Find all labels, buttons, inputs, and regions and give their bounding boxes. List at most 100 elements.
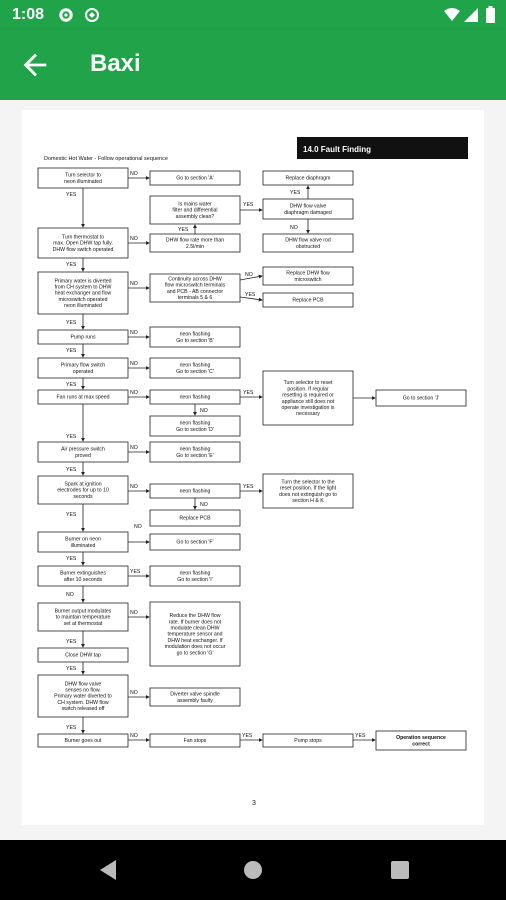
box-r8-line-2: does not extinguish go to <box>279 492 337 498</box>
box-b9-line-1: illuminated <box>71 543 96 549</box>
svg-text:YES: YES <box>66 434 77 440</box>
box-m5-line-0: neon flashing <box>180 363 211 369</box>
box-b4-line-0: Pump runs <box>70 335 95 341</box>
box-m7-line-1: Go to section 'D' <box>176 427 214 433</box>
box-m12-line-1: Go to section 'I' <box>177 577 212 583</box>
box-r6-line-4: operate investigation is <box>281 405 334 411</box>
box-b2-line-1: max. Open DHW tap fully. <box>53 241 113 247</box>
svg-text:YES: YES <box>290 190 301 196</box>
box-r5-line-0: Replace PCB <box>292 298 324 304</box>
svg-text:NO: NO <box>290 225 298 231</box>
box-b2-line-0: Turn thermostat to <box>62 235 104 241</box>
flowchart-subtitle: Domestic Hot Water - Follow operational … <box>44 156 168 162</box>
box-r6-line-2: resetting is required or <box>282 393 334 399</box>
box-b13-line-3: CH system. DHW flow <box>57 700 109 706</box>
back-nav-icon[interactable] <box>94 856 122 884</box>
box-b11-line-2: set at thermostat <box>64 621 103 627</box>
svg-text:NO: NO <box>130 281 138 287</box>
box-m10: Replace PCB <box>149 509 241 527</box>
svg-text:NO: NO <box>130 610 138 616</box>
section-header-bar <box>297 137 468 159</box>
box-m15-line-0: Fan stops <box>184 738 207 744</box>
box-m13-line-1: rate. If burner does not <box>169 619 222 625</box>
box-b3-line-3: microswitch operated <box>58 297 107 303</box>
box-b7-line-1: proved <box>75 453 91 459</box>
box-b13-line-2: Primary water diverted to <box>54 694 112 700</box>
svg-text:NO: NO <box>130 171 138 177</box>
box-m11-line-0: Go to section 'F' <box>176 540 213 546</box>
box-r7: Go to section 'J' <box>375 389 467 407</box>
box-b3-line-4: neon illuminated <box>64 303 102 309</box>
box-m3-line-3: terminals 5 & 6 <box>178 295 213 301</box>
box-b14-line-0: Burner goes out <box>65 738 102 744</box>
battery-icon <box>486 6 495 23</box>
svg-text:YES: YES <box>243 202 254 208</box>
back-arrow-icon[interactable] <box>18 48 52 82</box>
box-q1-line-0: Is mains water <box>178 202 212 208</box>
recents-nav-icon[interactable] <box>386 856 414 884</box>
box-b3-line-1: from CH system to DHW <box>55 285 112 291</box>
svg-text:NO: NO <box>134 524 142 530</box>
svg-text:NO: NO <box>130 445 138 451</box>
box-b6-line-0: Fan runs at max speed <box>56 395 109 401</box>
document-viewer[interactable]: 14.0 Fault Finding Domestic Hot Water - … <box>0 100 506 840</box>
box-b10-line-1: after 10 seconds <box>64 577 103 583</box>
svg-text:YES: YES <box>243 484 254 490</box>
box-m13-line-0: Reduce the DHW flow <box>169 613 220 619</box>
box-m5-line-1: Go to section 'C' <box>176 369 214 375</box>
box-m6-line-0: neon flashing <box>180 395 211 401</box>
box-m7-line-0: neon flashing <box>180 421 211 427</box>
sync-icon <box>85 8 99 22</box>
box-r6-line-3: appliance still does not <box>282 399 335 405</box>
box-b1-line-0: Turn selector to <box>65 173 101 179</box>
app-bar: Baxi <box>0 30 506 100</box>
box-m13-line-4: DHW heat exchanger. If <box>167 638 223 644</box>
box-r9-line-0: Pump stops <box>294 738 322 744</box>
svg-text:YES: YES <box>66 262 77 268</box>
svg-text:NO: NO <box>130 330 138 336</box>
box-m14-line-1: assembly faulty <box>177 698 213 704</box>
box-b14: Burner goes out <box>37 733 129 748</box>
svg-text:YES: YES <box>66 320 77 326</box>
box-b5-line-0: Primary flow switch <box>61 363 106 369</box>
box-m13-line-2: modulate clean DHW <box>170 626 219 632</box>
box-r1: Replace diaphragm <box>262 170 354 186</box>
svg-text:NO: NO <box>245 272 253 278</box>
svg-text:NO: NO <box>130 390 138 396</box>
navigation-bar <box>0 840 506 900</box>
box-r8-line-0: Turn the selector to the <box>281 479 334 485</box>
box-m4-line-1: Go to section 'B' <box>176 338 213 344</box>
box-m3-line-0: Continuity across DHW <box>168 276 222 282</box>
svg-text:NO: NO <box>200 502 208 508</box>
box-b2-line-2: DHW flow switch operated <box>53 247 114 253</box>
box-r4-line-1: microswitch <box>294 277 321 283</box>
svg-text:NO: NO <box>130 361 138 367</box>
box-r4-line-0: Replace DHW flow <box>286 271 330 277</box>
box-r6-line-0: Turn selector to reset <box>284 380 333 386</box>
box-m13-line-6: go to section 'G' <box>177 650 214 656</box>
box-m13-line-5: modulation does not occur <box>165 644 226 650</box>
home-nav-icon[interactable] <box>239 856 267 884</box>
box-b11-line-1: to maintain temperature <box>56 615 111 621</box>
box-b10-line-0: Burner extinguishes <box>60 571 106 577</box>
svg-text:YES: YES <box>245 292 256 298</box>
app-title: Baxi <box>90 50 141 77</box>
box-r10-line-1: correct <box>412 741 430 747</box>
box-m10-line-0: Replace PCB <box>179 516 211 522</box>
box-m3-line-2: and PCB - AB connector <box>167 289 224 295</box>
box-r2-line-1: diaphragm damaged <box>284 210 332 216</box>
box-r8-line-1: reset position. If the light <box>280 486 337 492</box>
